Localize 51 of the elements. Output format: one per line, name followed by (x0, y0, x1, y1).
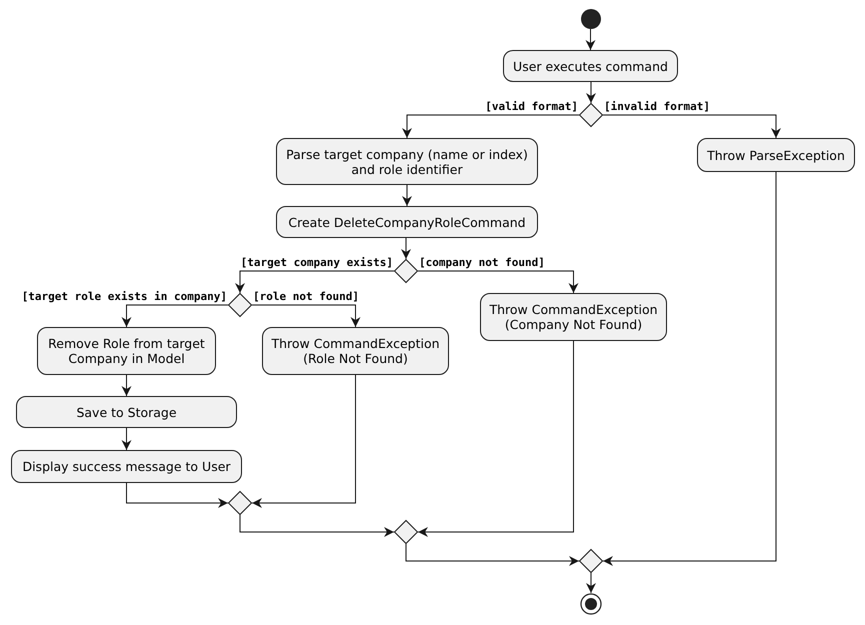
end-node (580, 593, 602, 615)
arrow (586, 82, 596, 104)
guard-label: [invalid format] (604, 101, 710, 114)
guard-label: [target company exists] (240, 257, 393, 270)
action-box (480, 293, 667, 341)
arrow (418, 270, 578, 294)
arrow (586, 572, 596, 594)
action-box (276, 138, 538, 185)
action-text: User executes command (513, 58, 668, 74)
arrow (406, 544, 580, 566)
decision-diamond (394, 259, 418, 283)
arrow (122, 428, 132, 450)
action-box (11, 450, 242, 483)
decision-diamond (579, 103, 603, 127)
arrow (602, 114, 781, 138)
arrow (402, 184, 412, 206)
action-text: Throw CommandException (Role Not Found) (270, 336, 441, 366)
guard-label: [valid format] (485, 101, 578, 114)
arrow (586, 28, 596, 50)
action-text: Throw CommandException (Company Not Found) (488, 302, 659, 332)
arrow (122, 304, 228, 328)
action-text: Create DeleteCompanyRoleCommand (288, 214, 526, 230)
guard-label: [role not found] (253, 291, 359, 304)
action-text: Parse target company (name or index) and role identifier (285, 146, 529, 176)
arrow (402, 114, 580, 138)
action-box (37, 327, 216, 375)
action-box (697, 138, 855, 172)
action-box (262, 327, 449, 375)
action-text: Remove Role from target Company in Model (47, 336, 206, 366)
action-text: Display success message to User (22, 459, 231, 474)
action-box (276, 206, 538, 238)
start-node (581, 9, 601, 29)
decision-diamond (228, 491, 252, 515)
action-text: Save to Storage (76, 404, 177, 420)
arrow (235, 270, 394, 294)
decision-diamond (394, 520, 418, 544)
action-text: Throw ParseException (707, 148, 845, 162)
decision-diamond (228, 293, 252, 317)
guard-label: [target role exists in company] (22, 291, 227, 304)
arrow (418, 340, 574, 537)
arrow (122, 374, 132, 396)
arrow (602, 172, 776, 566)
arrow (252, 374, 356, 508)
guard-label: [company not found] (419, 257, 545, 270)
arrow (401, 238, 411, 260)
arrow (252, 304, 360, 328)
arrow (240, 514, 394, 537)
action-box (16, 396, 237, 428)
action-box (503, 50, 678, 82)
decision-diamond (579, 549, 603, 573)
arrow (126, 482, 228, 508)
